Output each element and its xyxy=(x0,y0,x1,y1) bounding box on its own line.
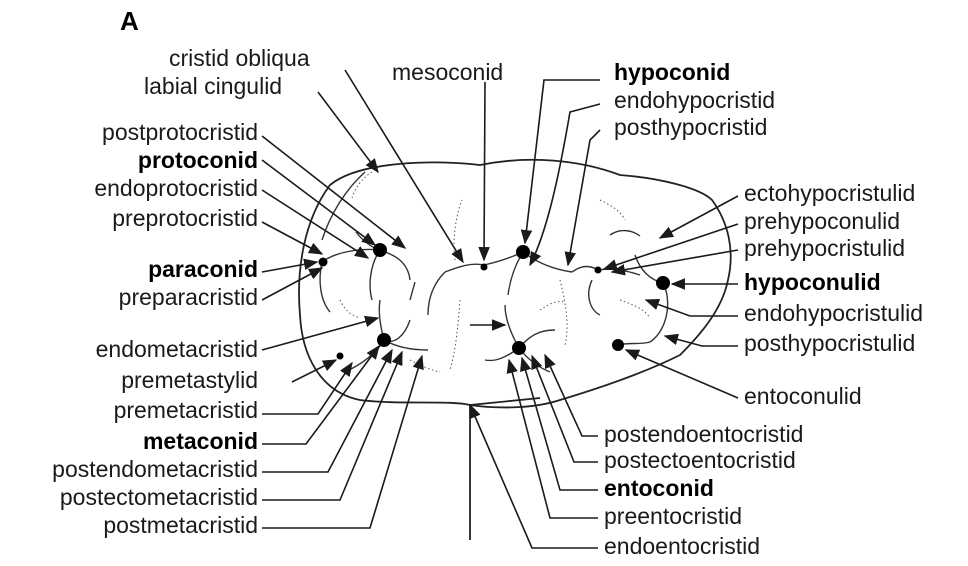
label-paraconid: paraconid xyxy=(148,256,258,282)
label-prehypoconulid: prehypoconulid xyxy=(744,208,900,234)
metaconid-cusp xyxy=(377,333,391,347)
label-postprotocristid: postprotocristid xyxy=(102,119,258,145)
label-cristid-obliqua: cristid obliqua xyxy=(169,45,310,71)
label-entoconulid: entoconulid xyxy=(744,383,862,409)
label-postmetacristid: postmetacristid xyxy=(103,512,258,538)
panel-label: A xyxy=(120,6,139,36)
cusps xyxy=(319,243,671,360)
label-postendometacristid: postendometacristid xyxy=(52,456,258,482)
label-postendoentocristid: postendoentocristid xyxy=(604,421,803,447)
hypoconulid-cusp xyxy=(656,276,670,290)
label-entoconid: entoconid xyxy=(604,475,714,501)
label-preparacristid: preparacristid xyxy=(119,284,258,310)
label-prehypocristulid: prehypocristulid xyxy=(744,235,905,261)
label-hypoconid: hypoconid xyxy=(614,59,730,85)
label-endoprotocristid: endoprotocristid xyxy=(94,175,258,201)
label-ectohypocristulid: ectohypocristulid xyxy=(744,180,915,206)
entoconulid-cusp xyxy=(612,339,624,351)
label-mesoconid: mesoconid xyxy=(392,59,503,85)
label-endometacristid: endometacristid xyxy=(96,336,258,362)
posterior-wall xyxy=(470,398,540,405)
label-postectoentocristid: postectoentocristid xyxy=(604,447,796,473)
label-endoentocristid: endoentocristid xyxy=(604,533,760,559)
label-posthypocristid: posthypocristid xyxy=(614,114,767,140)
label-premetastylid: premetastylid xyxy=(121,367,258,393)
label-metaconid: metaconid xyxy=(143,428,258,454)
label-premetacristid: premetacristid xyxy=(114,397,258,423)
paraconid-cusp xyxy=(319,258,328,267)
label-endohypocristid: endohypocristid xyxy=(614,87,775,113)
label-preentocristid: preentocristid xyxy=(604,503,742,529)
label-protoconid: protoconid xyxy=(138,147,258,173)
label-labial-cingulid: labial cingulid xyxy=(144,73,282,99)
label-endohypocristulid: endohypocristulid xyxy=(744,300,923,326)
entoconid-cusp xyxy=(512,341,526,355)
prehypoconulid-cusp xyxy=(595,267,602,274)
premetastylid-cusp xyxy=(337,353,344,360)
hypoconid-cusp xyxy=(516,245,530,259)
label-posthypocristulid: posthypocristulid xyxy=(744,330,915,356)
mesoconid-cusp xyxy=(481,264,488,271)
label-postectometacristid: postectometacristid xyxy=(60,484,258,510)
label-preprotocristid: preprotocristid xyxy=(112,205,258,231)
protoconid-cusp xyxy=(373,243,387,257)
label-hypoconulid: hypoconulid xyxy=(744,269,881,295)
